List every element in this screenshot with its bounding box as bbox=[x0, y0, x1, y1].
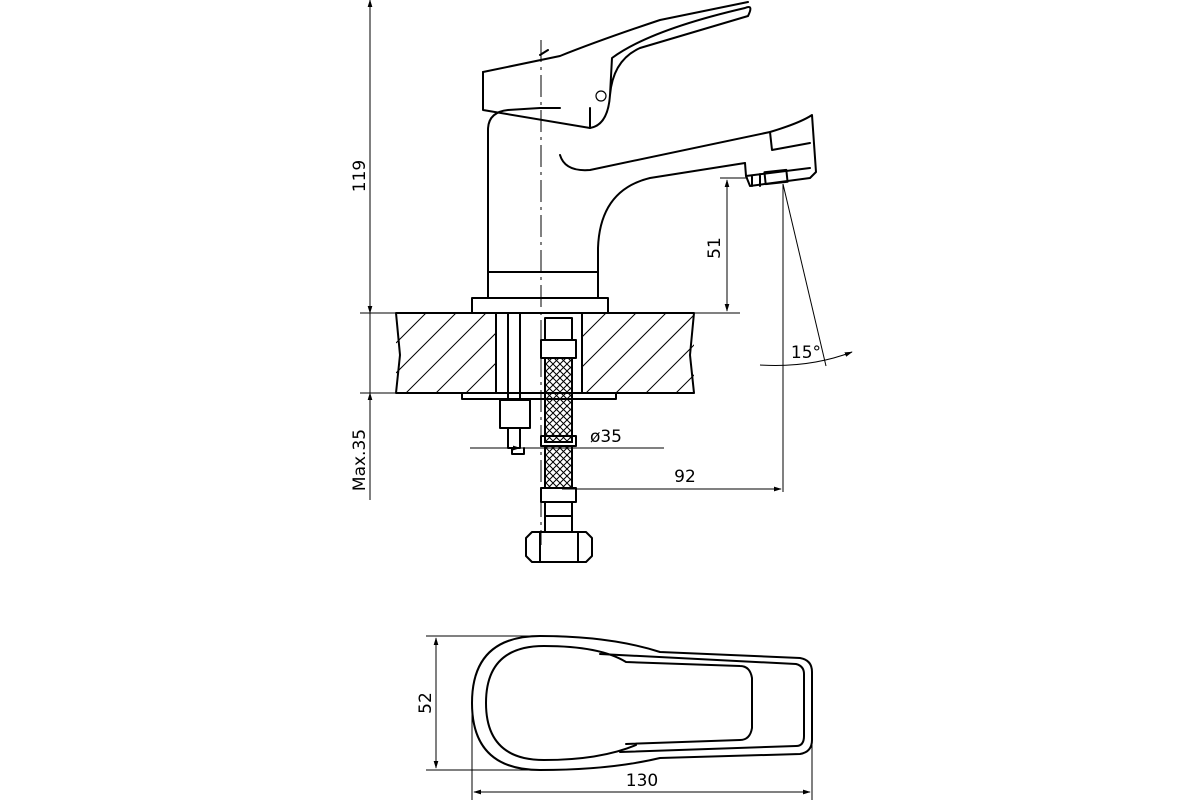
handle-screw-icon bbox=[595, 90, 607, 102]
aerator-outlet bbox=[763, 168, 789, 186]
label-hole-diameter: ø35 bbox=[590, 427, 622, 447]
side-elevation bbox=[395, 1, 827, 563]
top-dimension-labels: 52 130 bbox=[416, 692, 658, 791]
label-total-height: 119 bbox=[350, 160, 370, 192]
label-spray-angle: 15° bbox=[791, 343, 821, 363]
spout bbox=[559, 114, 817, 187]
label-spout-height: 51 bbox=[705, 237, 725, 259]
mounting-hardware bbox=[461, 312, 617, 455]
label-spout-reach: 92 bbox=[674, 467, 696, 487]
flexible-hose bbox=[525, 317, 593, 563]
top-body-outline bbox=[471, 635, 813, 771]
top-dimension-lines bbox=[426, 635, 813, 800]
handle-lever bbox=[482, 6, 752, 129]
aerator bbox=[745, 167, 811, 187]
dimension-lines bbox=[360, 0, 853, 500]
top-base-circle bbox=[485, 645, 637, 761]
base-flange bbox=[471, 297, 609, 314]
top-view bbox=[471, 635, 813, 771]
top-handle bbox=[543, 645, 753, 745]
label-body-width: 52 bbox=[416, 692, 436, 714]
label-body-length: 130 bbox=[626, 771, 658, 791]
label-max-deck: Max.35 bbox=[350, 429, 370, 491]
faucet-body bbox=[487, 107, 561, 299]
hose-nut bbox=[525, 531, 593, 563]
dimension-labels: 119 Max.35 51 ø35 92 15° bbox=[350, 160, 821, 491]
